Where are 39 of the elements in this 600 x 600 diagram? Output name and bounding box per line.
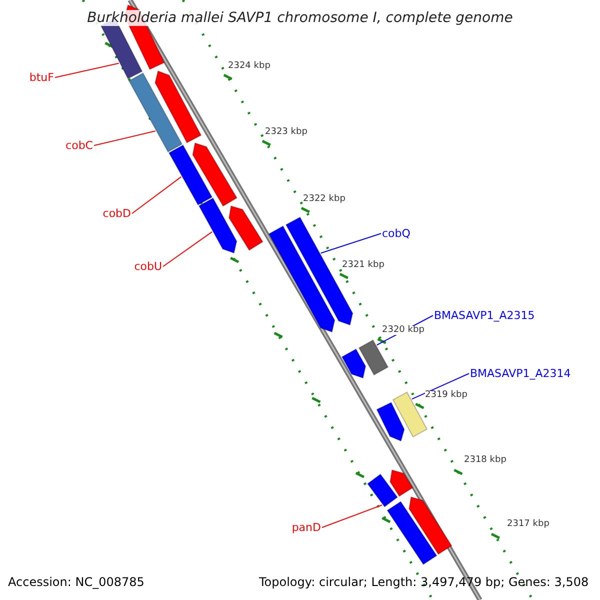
gene-label: cobU: [134, 261, 162, 272]
footer-text: Topology: circular; Length: 3,497,479 bp; Genes: 3,508: [259, 576, 589, 588]
gene-feature: [386, 500, 438, 566]
leader-line: [411, 373, 470, 400]
leader-line: [54, 62, 120, 78]
gene-feature: [198, 197, 238, 254]
gene-label: cobD: [102, 208, 131, 219]
leader-line: [162, 231, 213, 267]
scale-label: 2319 kbp: [425, 391, 468, 400]
gene-feature: [168, 144, 213, 206]
gene-label: BMASAVP1_A2315: [434, 310, 535, 321]
scale-label: 2318 kbp: [464, 456, 506, 465]
scale-label: 2320 kbp: [382, 326, 424, 335]
scale-label: 2322 kbp: [303, 195, 346, 204]
gene-feature: [268, 225, 336, 333]
scale-label: 2323 kbp: [265, 128, 308, 137]
gene-label: btuF: [29, 72, 54, 83]
scale-label: 2317 kbp: [507, 520, 550, 529]
gene-feature: [154, 70, 202, 144]
leader-line: [132, 176, 182, 214]
leader-line: [94, 130, 156, 146]
gene-label: BMASAVP1_A2314: [470, 368, 571, 379]
footer-text: Accession: NC_008785: [8, 576, 144, 588]
leader-line: [322, 504, 383, 528]
gene-feature: [341, 348, 366, 379]
gene-feature: [366, 474, 398, 508]
gene-feature: [358, 339, 389, 376]
gene-feature: [128, 72, 183, 153]
gene-feature: [376, 402, 405, 442]
scale-label: 2321 kbp: [342, 261, 384, 270]
gene-feature: [408, 496, 452, 555]
leader-line: [320, 233, 382, 254]
gene-feature: [228, 205, 264, 251]
gene-feature: [192, 142, 238, 207]
gene-label: panD: [292, 522, 321, 533]
gene-label: cobQ: [382, 228, 410, 239]
gene-feature: [390, 469, 414, 497]
scale-label: 2324 kbp: [228, 62, 270, 71]
gene-label: cobC: [66, 140, 93, 151]
